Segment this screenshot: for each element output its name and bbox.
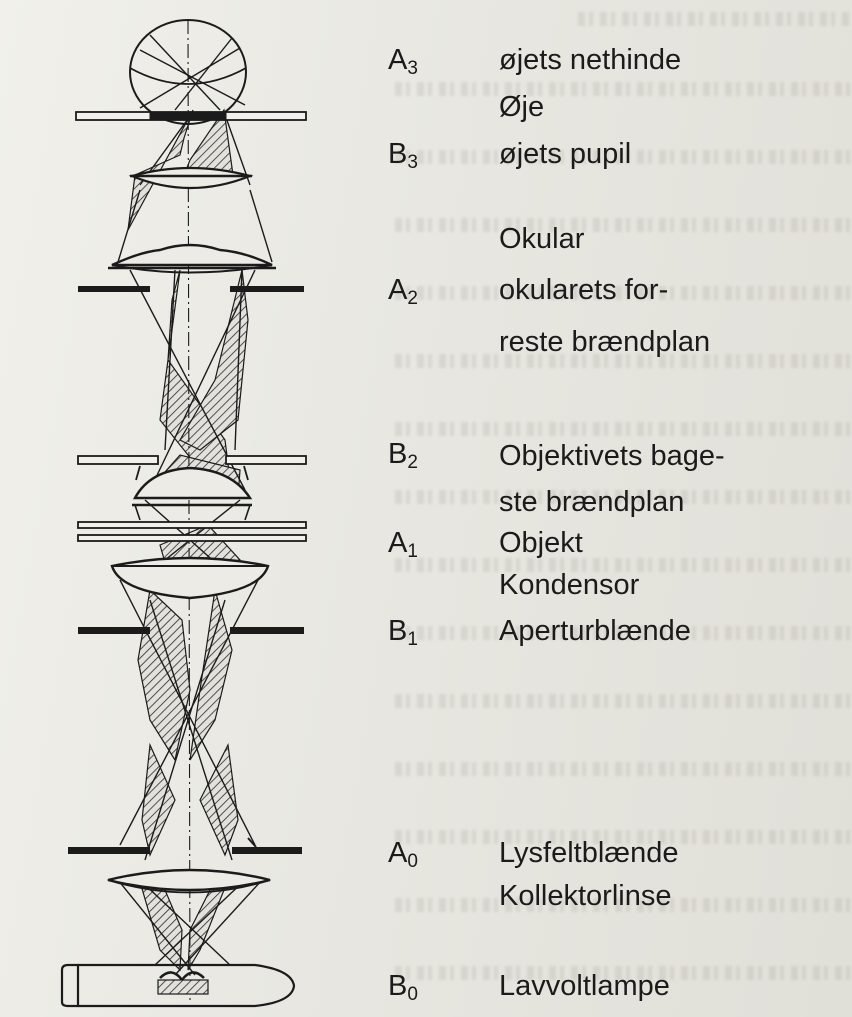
label-eye-pupil: øjets pupil xyxy=(499,138,632,170)
label-objective-back-focal-plane-line-2: ste brændplan xyxy=(499,486,685,518)
objective-lens-icon xyxy=(132,466,253,521)
lamp-icon xyxy=(60,963,296,1008)
label-code-a0: A0 xyxy=(388,837,418,872)
label-code-b0: B0 xyxy=(388,970,418,1005)
label-code-b1: B1 xyxy=(388,615,418,650)
eye-icon xyxy=(75,19,307,125)
field-diaphragm-icon xyxy=(68,837,302,854)
label-object: Objekt xyxy=(499,527,583,559)
ocular-lens-icon xyxy=(108,243,276,274)
label-code-b3: B3 xyxy=(388,138,418,173)
label-code-a2: A2 xyxy=(388,274,418,309)
label-collector-lens: Kollektorlinse xyxy=(499,880,672,912)
label-objective-back-focal-plane-line-1: Objektivets bage- xyxy=(499,440,725,472)
label-eye: Øje xyxy=(499,91,545,123)
label-ocular-front-focal-plane-line-1: okularets for- xyxy=(499,274,669,306)
label-ocular: Okular xyxy=(499,223,585,255)
label-ocular-front-focal-plane-line-2: reste brændplan xyxy=(499,326,711,358)
label-condenser: Kondensor xyxy=(499,569,640,601)
object-slide-icon xyxy=(77,521,307,542)
label-field-diaphragm: Lysfeltblænde xyxy=(499,837,679,869)
ocular-field-stop-icon xyxy=(78,286,304,292)
aperture-diaphragm-icon xyxy=(78,627,304,634)
label-code-a1: A1 xyxy=(388,527,418,562)
label-aperture-diaphragm: Aperturblænde xyxy=(499,615,691,647)
label-code-b2: B2 xyxy=(388,438,418,473)
eye-pupil-lens-icon xyxy=(128,166,254,190)
label-low-voltage-lamp: Lavvoltlampe xyxy=(499,970,670,1002)
objective-back-focal-plane-icon xyxy=(77,455,307,481)
light-rays xyxy=(117,34,273,976)
label-eye-retina: øjets nethinde xyxy=(499,44,682,76)
condenser-lens-icon xyxy=(110,556,270,600)
label-code-a3: A3 xyxy=(388,44,418,79)
collector-lens-icon xyxy=(107,868,271,894)
